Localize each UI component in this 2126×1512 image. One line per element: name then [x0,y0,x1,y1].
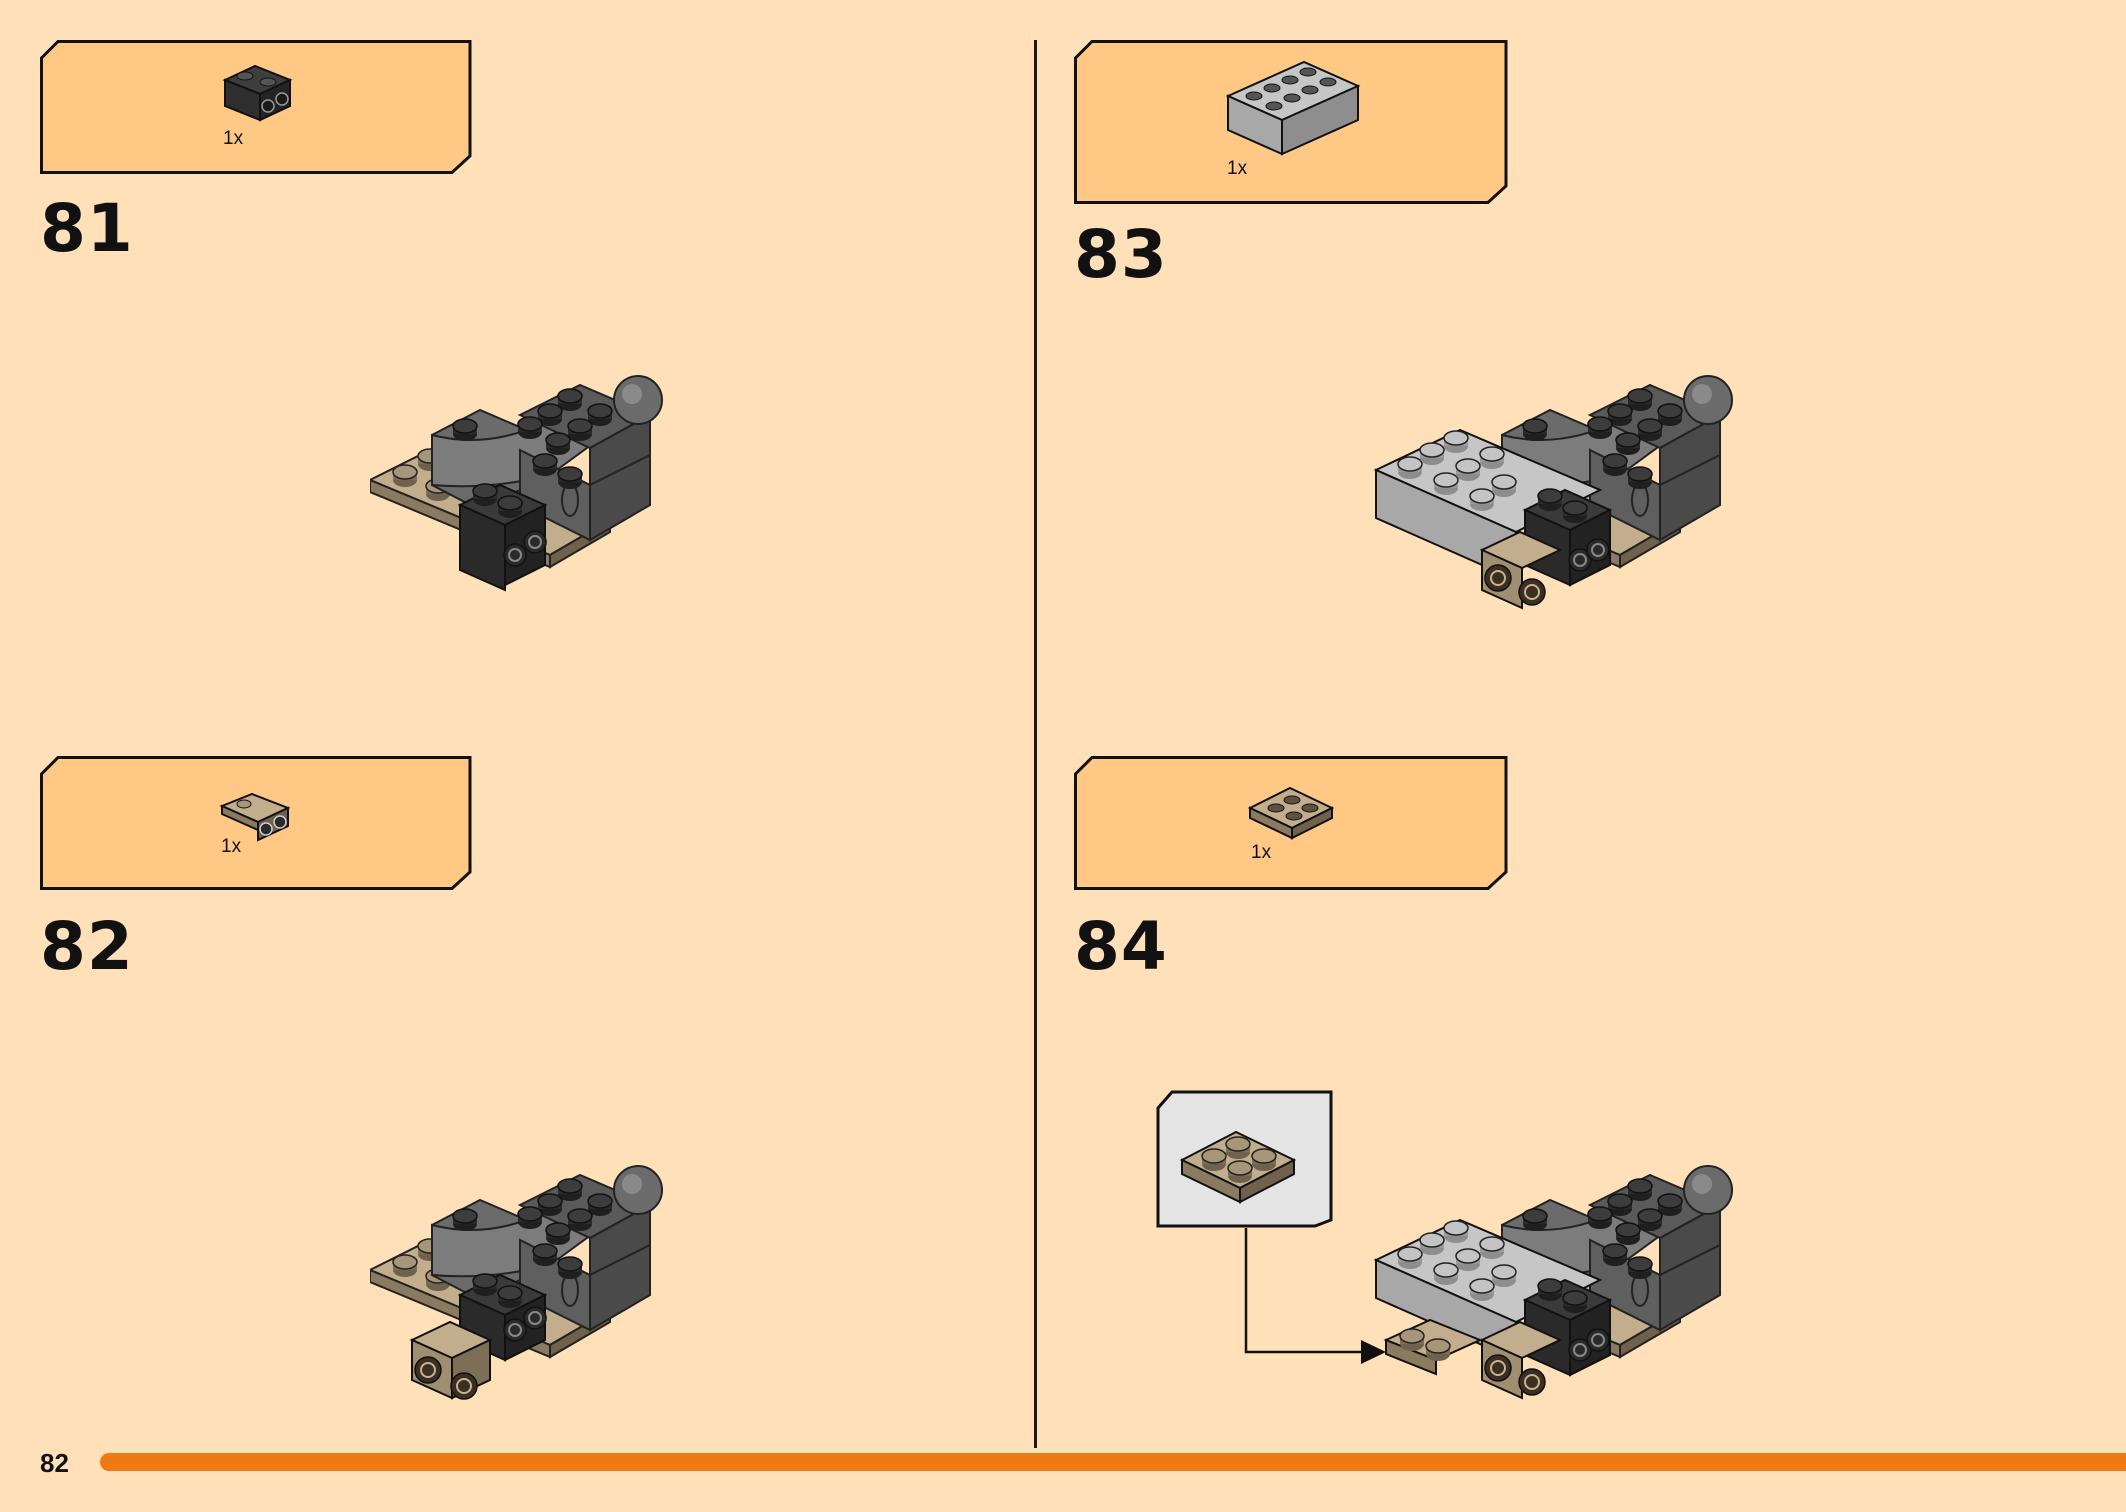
step-number-84: 84 [1074,908,1168,985]
part-quantity: 1x [1227,158,1248,179]
step-number-83: 83 [1074,216,1168,293]
progress-fill [100,1453,2126,1471]
arrow-right-icon [1244,1228,1386,1364]
parts-box-step-84: 1x [1074,756,1508,890]
progress-bar [100,1453,2126,1471]
light-gray-2x4-brick-icon [1225,60,1361,156]
black-brick-with-side-studs-icon [222,64,293,122]
part-quantity: 1x [221,836,242,857]
model-step-83 [1373,370,1740,610]
tan-2x2-plate-icon [1179,1130,1297,1204]
parts-box-step-83: 1x [1074,40,1508,204]
part-quantity: 1x [1251,842,1272,863]
parts-box-step-81: 1x [40,40,472,174]
parts-box-step-82: 1x [40,756,472,890]
tan-bracket-plate-icon [219,792,291,842]
step-number-81: 81 [40,190,134,267]
model-step-81 [370,370,670,592]
part-quantity: 1x [223,128,244,149]
model-step-84 [1373,1160,1740,1400]
model-step-82 [370,1160,670,1400]
column-divider [1034,40,1037,1448]
tan-2x2-plate-icon [1247,786,1335,840]
page-number: 82 [40,1448,69,1478]
callout-subassembly [1156,1090,1386,1364]
step-number-82: 82 [40,908,134,985]
